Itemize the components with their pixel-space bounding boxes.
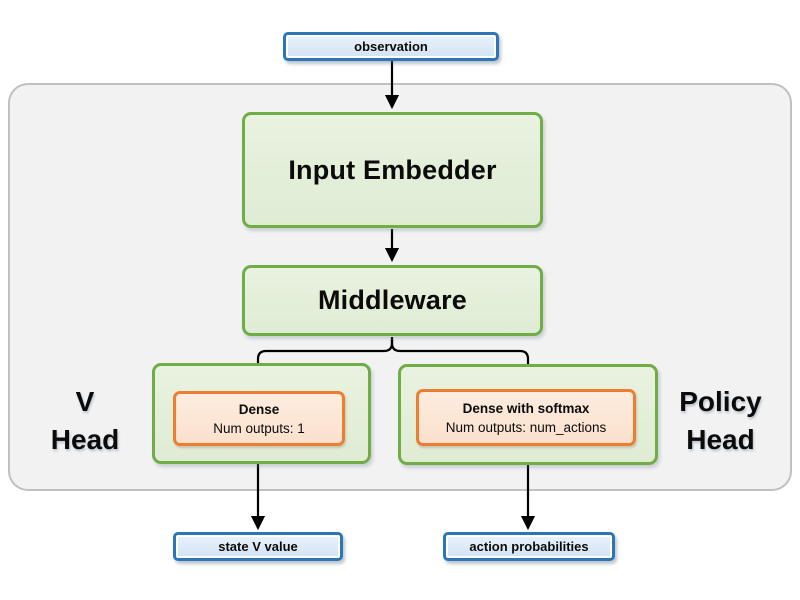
node-policy-dense-title: Dense with softmax [462, 400, 590, 416]
label-v-head: V Head [25, 383, 145, 459]
node-state-v-value: state V value [173, 532, 343, 561]
node-input-embedder: Input Embedder [242, 112, 543, 228]
node-action-probabilities: action probabilities [443, 532, 615, 561]
node-v-dense: Dense Num outputs: 1 [173, 391, 345, 446]
node-state-v-value-label: state V value [218, 539, 298, 554]
node-v-dense-subtitle: Num outputs: 1 [213, 420, 305, 436]
node-input-embedder-label: Input Embedder [288, 154, 497, 185]
node-middleware: Middleware [242, 265, 543, 336]
node-action-probabilities-label: action probabilities [469, 539, 589, 554]
label-policy-head: Policy Head [648, 383, 793, 459]
label-v-head-line2: Head [50, 424, 120, 455]
label-policy-head-line1: Policy [679, 386, 762, 417]
node-v-dense-title: Dense [238, 401, 280, 417]
node-observation: observation [283, 32, 499, 61]
node-policy-dense-subtitle: Num outputs: num_actions [445, 419, 607, 435]
label-policy-head-line2: Head [686, 424, 755, 455]
node-middleware-label: Middleware [317, 285, 468, 315]
node-policy-dense: Dense with softmax Num outputs: num_acti… [416, 389, 636, 446]
label-v-head-line1: V [75, 386, 95, 417]
node-observation-label: observation [354, 39, 428, 54]
